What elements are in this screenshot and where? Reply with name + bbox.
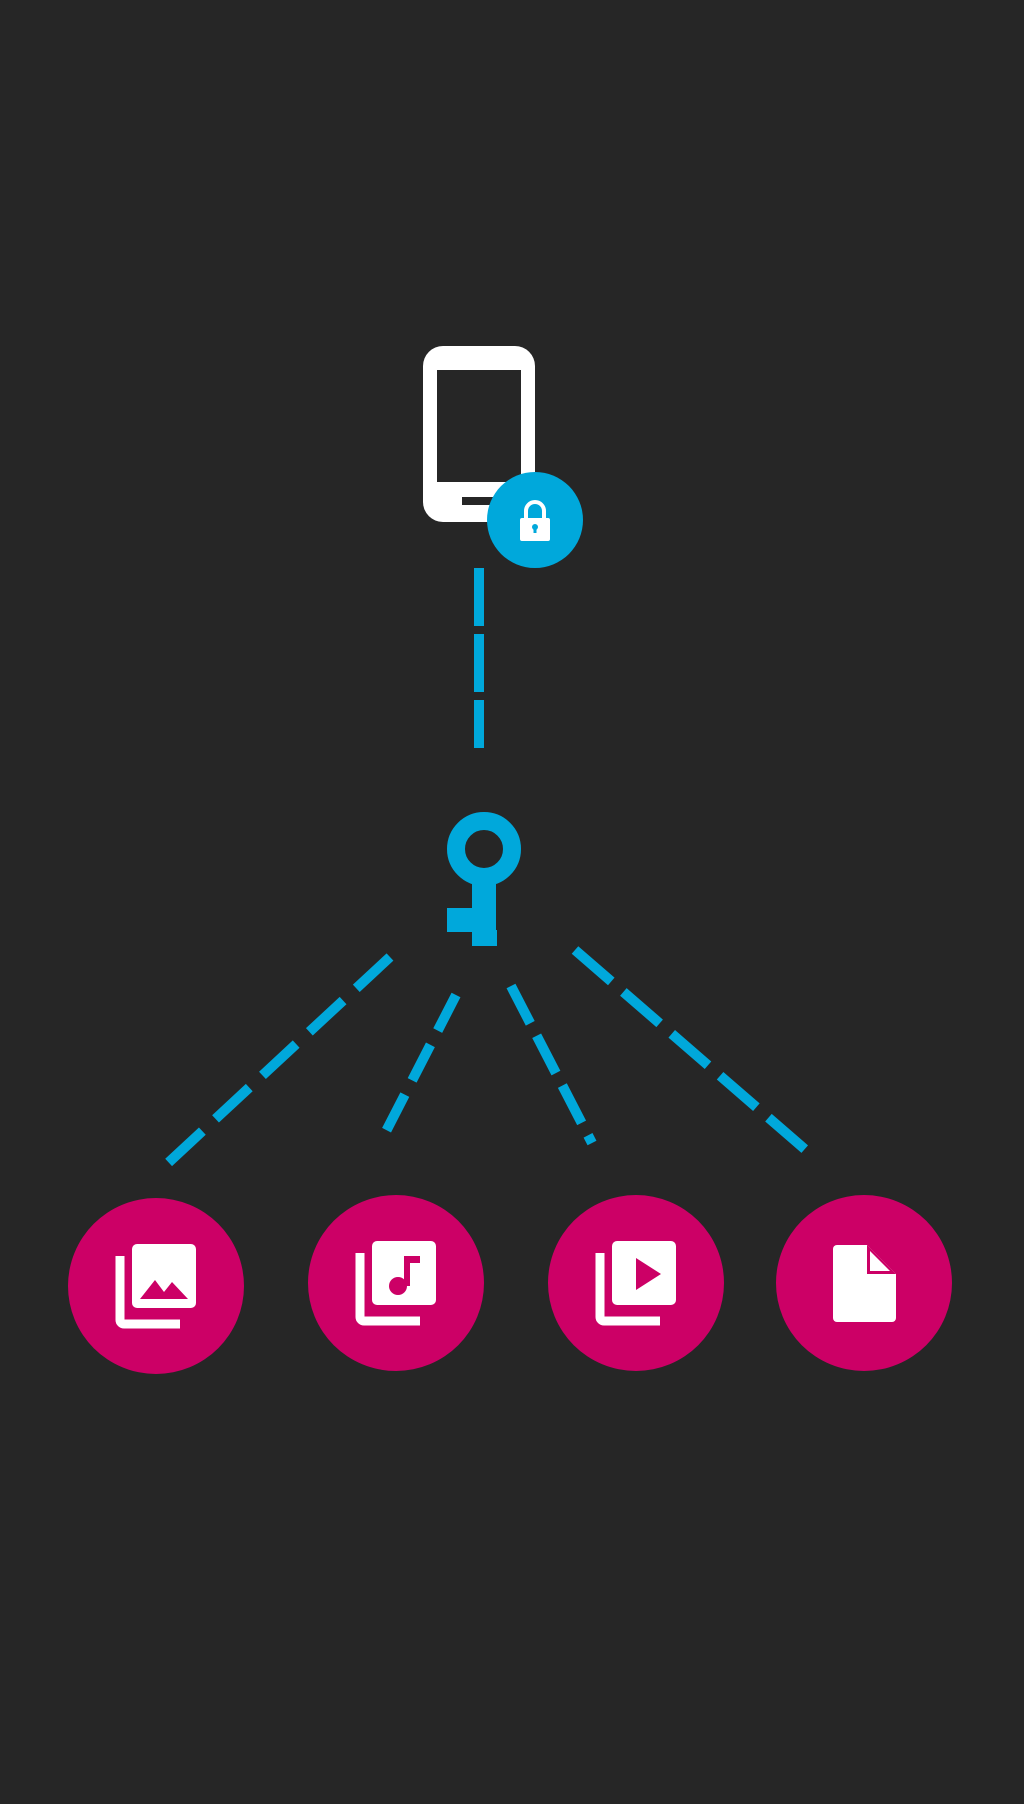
- document-node: [776, 1195, 952, 1371]
- connector-key-to-photos: [164, 953, 394, 1167]
- music-library-icon: [355, 1241, 436, 1326]
- key-icon: [447, 812, 521, 946]
- photo-library-node: [68, 1198, 244, 1374]
- video-library-node: [548, 1195, 724, 1371]
- lock-badge: [487, 472, 583, 568]
- video-library-icon: [595, 1241, 676, 1326]
- lock-icon: [520, 500, 550, 541]
- device-node: [423, 346, 583, 568]
- connector-key-to-videos: [506, 983, 597, 1146]
- music-library-node: [308, 1195, 484, 1371]
- connector-key-to-music: [375, 992, 461, 1146]
- smartphone-icon: [423, 346, 535, 522]
- document-icon: [833, 1245, 896, 1322]
- connector-key-to-documents: [571, 946, 819, 1162]
- connectors: [164, 568, 819, 1167]
- photo-library-icon: [115, 1244, 196, 1329]
